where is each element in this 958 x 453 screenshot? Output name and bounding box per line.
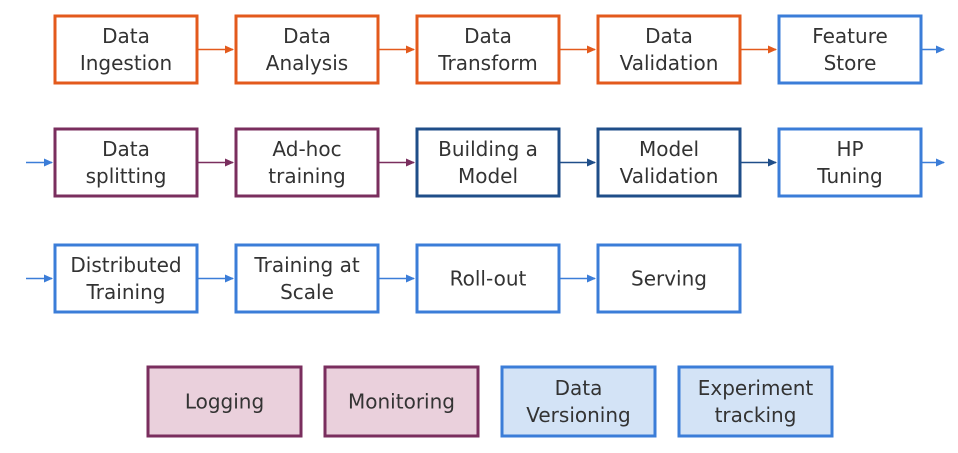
box-border — [596, 14, 742, 85]
box-label: Serving — [631, 267, 707, 291]
box-label: Model — [458, 164, 518, 188]
box-border — [777, 14, 923, 85]
box-label: Logging — [185, 390, 264, 414]
box-border — [677, 365, 834, 438]
box-border — [53, 243, 199, 314]
box-label: Training at — [253, 253, 360, 277]
box-label: Data — [102, 24, 150, 48]
box-hp-tuning: HP Tuning — [777, 127, 923, 198]
box-border — [596, 127, 742, 198]
box-border — [415, 14, 561, 85]
box-label: Experiment — [698, 376, 814, 400]
box-label: Feature — [812, 24, 888, 48]
box-label: HP — [836, 137, 863, 161]
boxes-layer: DataIngestionDataAnalysisDataTransformDa… — [53, 14, 923, 438]
box-border — [415, 127, 561, 198]
box-label: Data — [645, 24, 693, 48]
box-label: splitting — [86, 164, 167, 188]
box-label: Store — [824, 51, 877, 75]
box-label: training — [268, 164, 345, 188]
box-experiment-tracking: Experiment tracking — [677, 365, 834, 438]
box-label: Tuning — [816, 164, 882, 188]
box-label: Monitoring — [348, 390, 455, 414]
box-training-at-scale: Training at Scale — [234, 243, 380, 314]
box-ad-hoc-training: Ad-hoc training — [234, 127, 380, 198]
box-border — [53, 127, 199, 198]
box-label: Data — [464, 24, 512, 48]
box-border — [596, 243, 742, 314]
box-border — [146, 365, 303, 438]
box-label: Scale — [280, 280, 334, 304]
box-label: Model — [639, 137, 699, 161]
box-label: Transform — [437, 51, 537, 75]
box-border — [323, 365, 480, 438]
box-roll-out: Roll-out — [415, 243, 561, 314]
box-label: tracking — [715, 403, 797, 427]
box-border — [415, 243, 561, 314]
box-building-a-model: Building a Model — [415, 127, 561, 198]
box-serving: Serving — [596, 243, 742, 314]
box-label: Training — [86, 280, 166, 304]
box-border — [53, 14, 199, 85]
box-label: Distributed — [70, 253, 181, 277]
box-label: Building a — [438, 137, 538, 161]
box-border — [777, 127, 923, 198]
box-monitoring: Monitoring — [323, 365, 480, 438]
box-label: Versioning — [526, 403, 630, 427]
box-data-splitting: Data splitting — [53, 127, 199, 198]
box-border — [500, 365, 657, 438]
box-border — [234, 14, 380, 85]
box-label: Analysis — [266, 51, 348, 75]
box-logging: Logging — [146, 365, 303, 438]
box-label: Validation — [620, 51, 719, 75]
box-border — [234, 243, 380, 314]
box-label: Ad-hoc — [272, 137, 341, 161]
box-label: Data — [555, 376, 603, 400]
box-label: Data — [102, 137, 150, 161]
box-label: Data — [283, 24, 331, 48]
box-label: Ingestion — [80, 51, 172, 75]
arrows-layer — [26, 45, 945, 283]
box-label: Roll-out — [450, 267, 527, 291]
box-label: Validation — [620, 164, 719, 188]
box-border — [234, 127, 380, 198]
